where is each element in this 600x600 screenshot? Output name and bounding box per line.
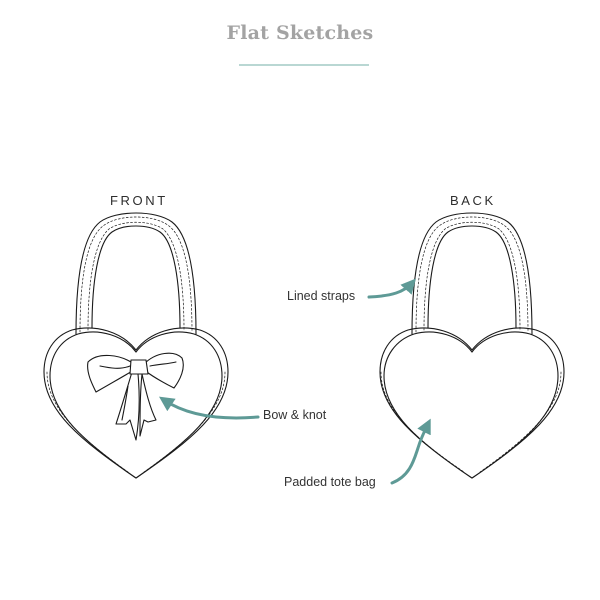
back-strap-stitch-inner	[423, 221, 521, 331]
back-strap-inner	[427, 225, 517, 329]
bow-left-tail	[115, 371, 140, 441]
front-strap-outer	[75, 212, 197, 335]
front-strap-inner	[91, 225, 181, 329]
bow-arrow	[159, 396, 260, 420]
bow-fold-2	[149, 361, 177, 367]
back-bag	[379, 212, 565, 479]
front-view-label: FRONT	[110, 193, 168, 208]
front-strap-stitch-inner	[87, 221, 185, 331]
bow-fold-3	[121, 385, 129, 421]
callout-straps-label: Lined straps	[287, 289, 356, 303]
bow-detail	[87, 352, 184, 441]
straps-arrow	[367, 278, 416, 299]
back-view-label: BACK	[450, 193, 496, 208]
callout-tote-label: Padded tote bag	[284, 475, 376, 489]
page-title: Flat Sketches	[226, 22, 374, 44]
bow-left-loop	[87, 354, 135, 393]
back-strap-stitch-outer	[415, 216, 529, 333]
bow-fold-1	[99, 365, 131, 369]
front-bag	[43, 212, 229, 479]
title-underline	[239, 64, 369, 66]
back-seam-right	[479, 371, 562, 473]
front-seam-right	[143, 371, 226, 473]
back-strap-outer	[411, 212, 533, 335]
callout-arrows	[159, 278, 431, 485]
back-heart-body	[383, 331, 559, 479]
bow-right-tail	[139, 373, 157, 437]
back-seam-left	[380, 371, 465, 473]
bow-right-loop	[143, 352, 184, 389]
callout-bow-label: Bow & knot	[263, 408, 327, 422]
front-strap-stitch-outer	[79, 216, 193, 333]
tote-arrow	[390, 418, 431, 485]
front-seam-left	[46, 371, 129, 473]
bow-knot	[129, 359, 149, 375]
